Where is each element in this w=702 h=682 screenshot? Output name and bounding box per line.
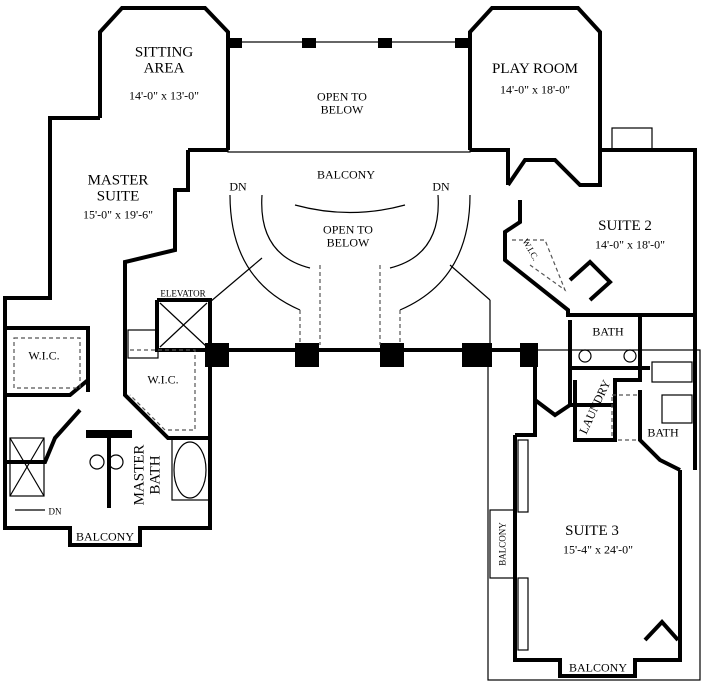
suite-2-walls (503, 200, 695, 317)
bath-suite-3-label: BATH (647, 425, 679, 440)
play-room-dims: 14'-0" x 18'-0" (499, 82, 571, 97)
master-bath-walls (3, 328, 212, 547)
master-wic-left (5, 326, 90, 392)
sitting-area-dims: 14'-0" x 13'-0" (128, 88, 200, 103)
wic-master-right-label: W.I.C. (147, 372, 179, 387)
master-suite-walls (3, 116, 100, 328)
play-room-label: PLAY ROOM (492, 61, 578, 78)
master-wic-left-b (5, 378, 90, 397)
suite-3-dims: 15'-4" x 24'-0" (562, 542, 634, 557)
master-suite-dims: 15'-0" x 19'-6" (82, 207, 154, 222)
sitting-area-walls (98, 6, 230, 150)
stair-dn-left: DN (229, 179, 247, 194)
suite-3-walls (533, 350, 572, 418)
balcony-suite-3-label: BALCONY (568, 660, 628, 675)
master-wc (5, 408, 82, 464)
bath-suite-2-label: BATH (592, 324, 624, 339)
balcony-side-label: BALCONY (497, 522, 508, 566)
suite-3-label: SUITE 3 (565, 523, 619, 540)
master-interior-wall (123, 150, 190, 300)
wic-master-left-label: W.I.C. (28, 348, 60, 363)
suite-2-dims: 14'-0" x 18'-0" (594, 237, 666, 252)
bath-dn-label: DN (48, 506, 62, 517)
balcony-master-label: BALCONY (75, 529, 135, 544)
suite-2-label: SUITE 2 (598, 218, 652, 235)
master-wic-right (123, 300, 210, 440)
balcony-main-label: BALCONY (316, 167, 376, 182)
play-room-walls (468, 6, 602, 150)
elevator-label: ELEVATOR (160, 288, 206, 299)
stair-dn-right: DN (432, 179, 450, 194)
